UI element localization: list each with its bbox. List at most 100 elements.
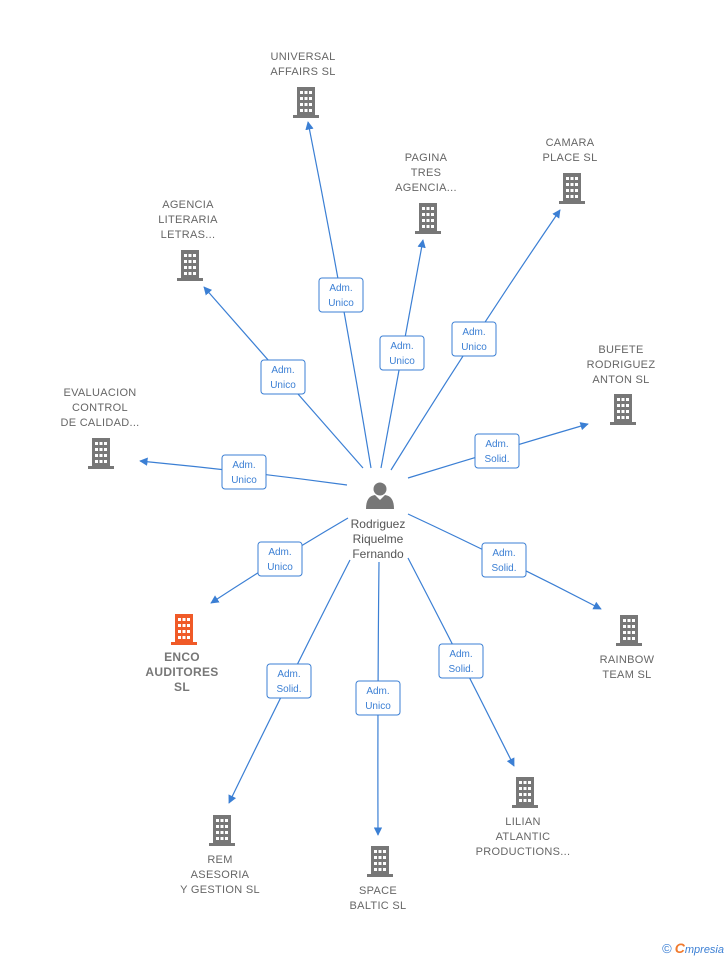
center-person[interactable]: Rodriguez Riquelme Fernando: [351, 482, 406, 562]
role-label-text: Adm.: [390, 341, 413, 352]
company-name-line: TRES: [411, 167, 442, 179]
company-node-evaluacion[interactable]: EVALUACION CONTROL DE CALIDAD...: [60, 387, 139, 469]
company-name-line: PRODUCTIONS...: [476, 846, 571, 858]
role-label-text: Solid.: [448, 664, 473, 675]
role-label-rem: Adm. Solid.: [266, 663, 312, 699]
role-label-text: Unico: [461, 342, 487, 353]
person-icon: [366, 482, 394, 509]
role-label-bufete: Adm. Solid.: [474, 433, 520, 469]
company-node-pagina[interactable]: PAGINA TRES AGENCIA...: [395, 152, 457, 234]
role-label-rainbow: Adm. Solid.: [481, 542, 527, 578]
company-name-line: LETRAS...: [161, 229, 216, 241]
company-name-line: AGENCIA...: [395, 182, 457, 194]
role-label-text: Unico: [267, 562, 293, 573]
role-label-text: Unico: [328, 298, 354, 309]
role-label-text: Adm.: [449, 649, 472, 660]
role-label-agencia: Adm. Unico: [260, 359, 306, 395]
company-node-rainbow[interactable]: RAINBOW TEAM SL: [600, 615, 655, 681]
brand-logo-text: mpresia: [684, 944, 724, 956]
role-label-camara: Adm. Unico: [451, 321, 497, 357]
center-name-line-2: Riquelme: [353, 532, 404, 546]
company-name-line: BALTIC SL: [350, 900, 407, 912]
building-icon: [512, 777, 538, 808]
company-name-line: LILIAN: [505, 816, 540, 828]
role-label-text: Adm.: [485, 439, 508, 450]
company-node-lilian[interactable]: LILIAN ATLANTIC PRODUCTIONS...: [476, 777, 571, 858]
company-name-line: AFFAIRS SL: [270, 66, 335, 78]
role-label-text: Adm.: [492, 548, 515, 559]
company-name-line: ANTON SL: [592, 374, 649, 386]
footer-brand[interactable]: ©Cmpresia: [662, 940, 724, 956]
company-name-line: EVALUACION: [63, 387, 136, 399]
company-name-line: REM: [207, 854, 232, 866]
role-label-box: [379, 335, 425, 371]
building-icon: [415, 203, 441, 234]
company-name-line: LITERARIA: [158, 214, 218, 226]
building-icon: [367, 846, 393, 877]
company-node-agencia[interactable]: AGENCIA LITERARIA LETRAS...: [158, 199, 218, 281]
company-name-line: Y GESTION SL: [180, 884, 260, 896]
role-label-text: Adm.: [462, 327, 485, 338]
company-node-universal[interactable]: UNIVERSAL AFFAIRS SL: [270, 51, 335, 118]
role-label-text: Unico: [389, 356, 415, 367]
role-label-text: Adm.: [277, 669, 300, 680]
role-label-box: [221, 454, 267, 490]
company-name-line: ASESORIA: [191, 869, 250, 881]
role-label-box: [257, 541, 303, 577]
center-name-line-3: Fernando: [352, 547, 404, 561]
company-name-line: SL: [174, 680, 190, 694]
company-name-line: PLACE SL: [543, 152, 598, 164]
role-label-text: Adm.: [329, 283, 352, 294]
company-name-line: RAINBOW: [600, 654, 655, 666]
company-name-line: CAMARA: [546, 137, 595, 149]
role-label-universal: Adm. Unico: [318, 277, 364, 313]
company-node-space[interactable]: SPACE BALTIC SL: [350, 846, 407, 912]
building-icon: [171, 614, 197, 645]
role-label-box: [355, 680, 401, 716]
building-icon: [293, 87, 319, 118]
building-icon: [559, 173, 585, 204]
role-label-box: [266, 663, 312, 699]
role-label-box: [451, 321, 497, 357]
role-label-text: Solid.: [491, 563, 516, 574]
building-icon: [610, 394, 636, 425]
role-label-text: Adm.: [232, 460, 255, 471]
role-label-pagina: Adm. Unico: [379, 335, 425, 371]
company-node-bufete[interactable]: BUFETE RODRIGUEZ ANTON SL: [587, 344, 656, 425]
role-label-box: [318, 277, 364, 313]
role-label-text: Unico: [231, 475, 257, 486]
building-icon: [616, 615, 642, 646]
company-node-camara[interactable]: CAMARA PLACE SL: [543, 137, 598, 204]
role-label-box: [260, 359, 306, 395]
role-label-text: Adm.: [268, 547, 291, 558]
company-name-line: TEAM SL: [602, 669, 651, 681]
company-name-line: PAGINA: [405, 152, 448, 164]
role-label-text: Adm.: [271, 365, 294, 376]
role-label-evaluacion: Adm. Unico: [221, 454, 267, 490]
role-label-box: [481, 542, 527, 578]
role-label-box: [474, 433, 520, 469]
role-label-enco: Adm. Unico: [257, 541, 303, 577]
company-name-line: ATLANTIC: [496, 831, 551, 843]
company-name-line: SPACE: [359, 885, 397, 897]
building-icon: [209, 815, 235, 846]
company-name-line: ENCO: [164, 650, 200, 664]
brand-logo-initial: C: [674, 940, 685, 956]
role-label-text: Unico: [270, 380, 296, 391]
company-name-line: UNIVERSAL: [270, 51, 335, 63]
company-node-rem[interactable]: REM ASESORIA Y GESTION SL: [180, 815, 260, 896]
company-name-line: DE CALIDAD...: [60, 417, 139, 429]
role-label-box: [438, 643, 484, 679]
building-icon: [177, 250, 203, 281]
company-name-line: BUFETE: [598, 344, 643, 356]
center-name-line-1: Rodriguez: [351, 517, 406, 531]
company-name-line: AGENCIA: [162, 199, 214, 211]
role-label-text: Solid.: [484, 454, 509, 465]
company-name-line: CONTROL: [72, 402, 128, 414]
company-name-line: RODRIGUEZ: [587, 359, 656, 371]
role-label-text: Solid.: [276, 684, 301, 695]
role-label-space: Adm.Unico: [355, 680, 401, 716]
role-label-lilian: Adm. Solid.: [438, 643, 484, 679]
